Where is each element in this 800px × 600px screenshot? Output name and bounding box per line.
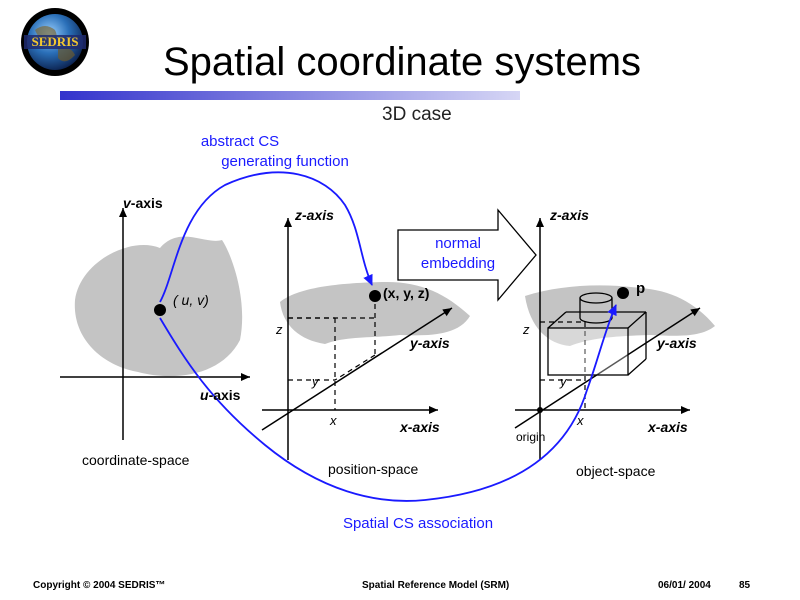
generating-function-curve — [159, 171, 373, 303]
position-y-mark: y — [311, 374, 320, 389]
coordinate-point-label: ( u, v) — [173, 292, 209, 308]
position-space-caption: position-space — [328, 461, 418, 477]
position-x-axis-label: x-axis — [399, 419, 440, 435]
position-space-axes — [261, 218, 453, 460]
object-space-axes — [514, 218, 701, 460]
spatial-cs-association-label: Spatial CS association — [343, 515, 493, 532]
slide-subtitle: 3D case — [382, 104, 452, 125]
object-x-axis-label: x-axis — [647, 419, 688, 435]
v-axis-label: v-axis — [123, 195, 163, 211]
object-origin-label: origin — [516, 430, 545, 444]
sedris-logo: SEDRIS — [21, 8, 89, 76]
object-z-mark: z — [522, 322, 530, 337]
u-axis-label: u-axis — [200, 387, 241, 403]
object-space-origin-dot — [537, 407, 543, 413]
object-point-label: p — [636, 280, 645, 297]
slide-title: Spatial coordinate systems — [163, 40, 642, 84]
position-z-mark: z — [275, 322, 283, 337]
object-y-axis-label: y-axis — [656, 335, 697, 351]
object-y-mark: y — [559, 374, 568, 389]
object-x-mark: x — [576, 413, 584, 428]
object-space-point — [617, 287, 629, 299]
abstract-cs-label-line2: generating function — [221, 153, 349, 170]
object-box — [547, 311, 647, 376]
footer-page-number: 85 — [739, 580, 751, 591]
coordinate-space-axes — [60, 208, 250, 440]
position-space-blob — [280, 281, 470, 344]
position-y-axis-label: y-axis — [409, 335, 450, 351]
position-z-axis-label: z-axis — [294, 207, 334, 223]
position-space-projection-lines — [288, 295, 376, 410]
object-space-caption: object-space — [576, 463, 656, 479]
position-x-mark: x — [329, 413, 337, 428]
spatial-cs-association-curve — [159, 304, 617, 502]
title-underline-bar — [60, 91, 520, 100]
normal-embedding-label-line2: embedding — [421, 255, 495, 272]
footer-title: Spatial Reference Model (SRM) — [362, 580, 510, 591]
object-space-blob — [525, 285, 715, 346]
footer-date: 06/01/ 2004 — [658, 580, 711, 591]
object-z-axis-label: z-axis — [549, 207, 589, 223]
position-point-label: (x, y, z) — [383, 285, 429, 301]
footer-copyright: Copyright © 2004 SEDRIS™ — [33, 580, 166, 591]
normal-embedding-label-line1: normal — [435, 235, 481, 252]
coordinate-space-caption: coordinate-space — [82, 452, 190, 468]
logo-text: SEDRIS — [32, 34, 79, 49]
position-space-point — [369, 290, 381, 302]
abstract-cs-label-line1: abstract CS — [201, 133, 279, 150]
normal-embedding-arrow — [397, 208, 537, 302]
coordinate-space-point — [154, 304, 166, 316]
